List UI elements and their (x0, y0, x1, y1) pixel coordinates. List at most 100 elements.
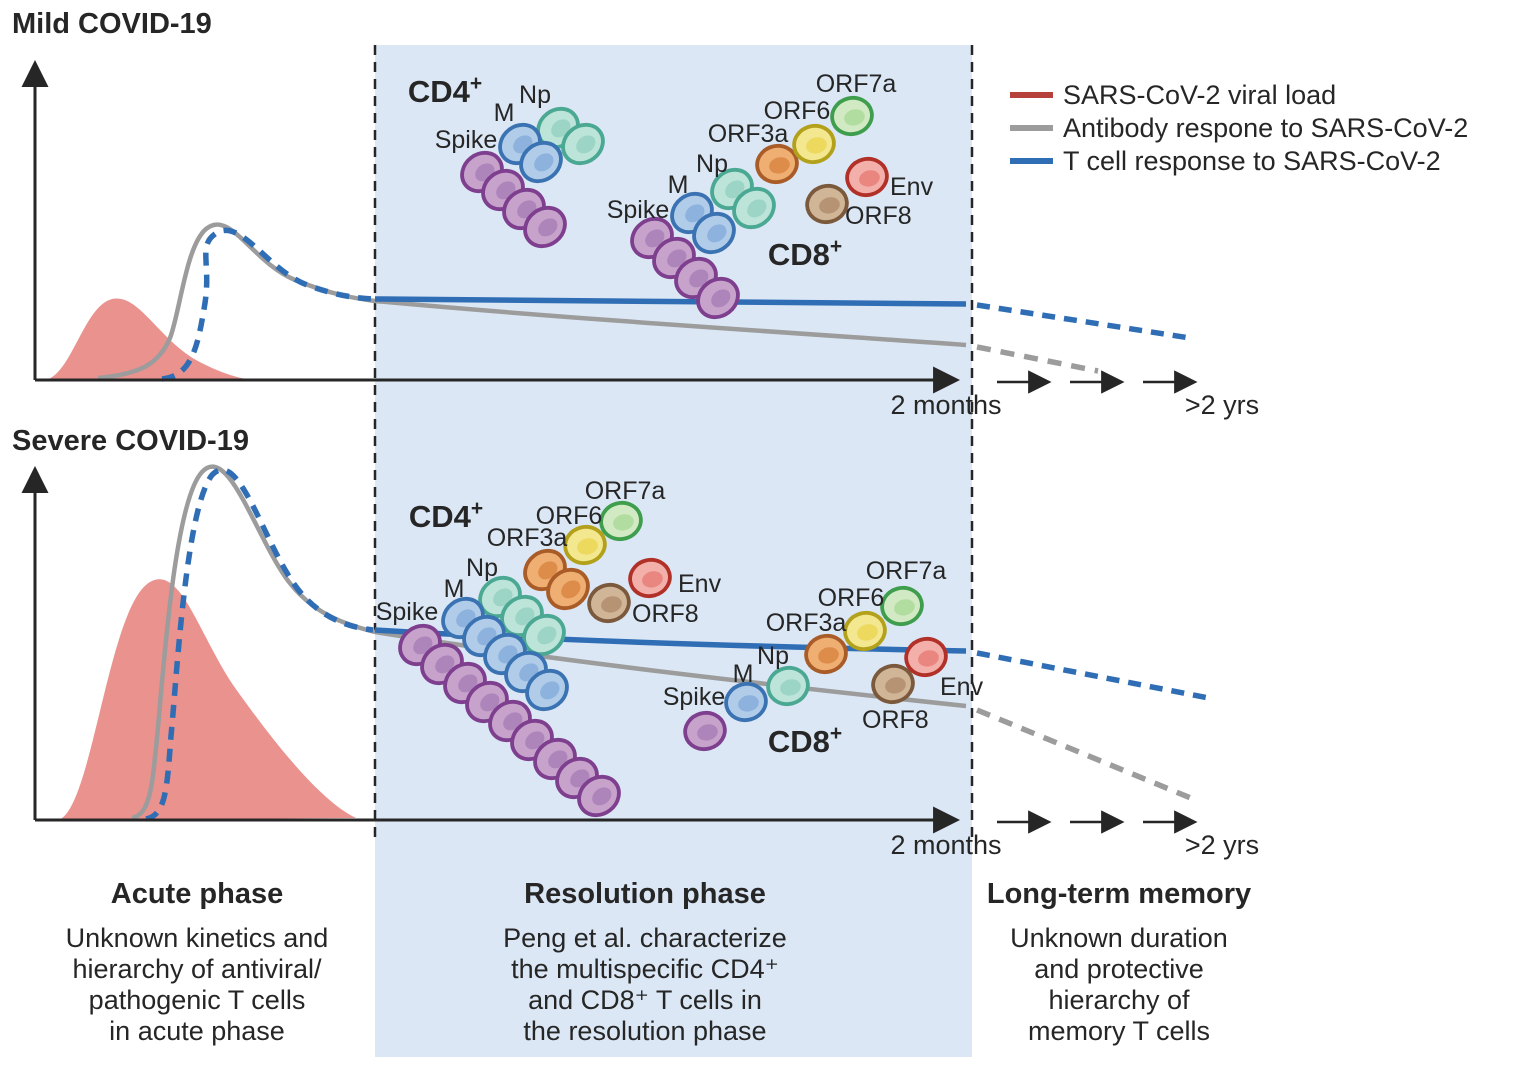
mild-cd8-orf7a-cell (830, 95, 874, 137)
severe-panel-title: Severe COVID-19 (12, 425, 249, 457)
mild-tcell-curve-acute (161, 227, 374, 382)
severe-cd4-env-cell (628, 557, 672, 599)
longterm-memory-text: and protective (1034, 954, 1204, 984)
severe-cd4-np-cell (522, 613, 566, 657)
mild-cd8-m-label: M (668, 171, 689, 199)
severe-cd4-orf7a-label: ORF7a (585, 477, 666, 505)
severe-cd4-m-cell (525, 668, 569, 712)
phase-acute: Acute phase Unknown kinetics and hierarc… (66, 878, 329, 1046)
acute-phase-text: pathogenic T cells (89, 985, 306, 1015)
severe-tcell-dashed-memory (976, 650, 1215, 702)
tcell-clusters: NpMSpikeCD4+ORF3aORF6ORF7aEnvORF8NpMSpik… (376, 70, 984, 818)
mild-cd8-title: CD8+ (768, 235, 842, 272)
severe-cd8-m-cell (724, 681, 768, 723)
mild-2yrs-label: >2 yrs (1185, 390, 1259, 420)
mild-panel: Mild COVID-19 2 months >2 yrs (12, 8, 1259, 420)
severe-cd4-np-label: Np (466, 554, 498, 582)
severe-cd4-orf3a-cell (546, 567, 590, 611)
resolution-phase-text: Peng et al. characterize (503, 923, 787, 953)
longterm-memory-title: Long-term memory (987, 878, 1251, 910)
mild-cd8-spike-label: Spike (607, 196, 670, 224)
severe-cd8-np-cell (766, 665, 810, 707)
severe-antibody-curve (131, 464, 967, 821)
mild-tcell-line-resolution (374, 296, 967, 307)
resolution-phase-text: the multispecific CD4⁺ (511, 954, 779, 984)
severe-cd8-orf8-cell (871, 663, 915, 705)
severe-2yrs-label: >2 yrs (1185, 830, 1259, 860)
severe-cd8-np-label: Np (757, 642, 789, 670)
severe-cd8-orf3a-cell (804, 633, 848, 675)
longterm-memory-text: memory T cells (1028, 1016, 1210, 1046)
severe-cd8-env-label: Env (940, 673, 984, 701)
legend-viral-label: SARS-CoV-2 viral load (1063, 80, 1336, 110)
acute-phase-text: hierarchy of antiviral/ (72, 954, 322, 984)
mild-panel-title: Mild COVID-19 (12, 8, 212, 40)
mild-cd8-np-cell (732, 186, 776, 230)
severe-2months-label: 2 months (890, 830, 1001, 860)
severe-cd4-title: CD4+ (409, 497, 483, 534)
severe-cd8-orf3a-label: ORF3a (766, 609, 847, 637)
mild-cd8-m-cell (670, 191, 714, 235)
legend-antibody-label: Antibody respone to SARS-CoV-2 (1063, 113, 1468, 143)
mild-cd8-env-label: Env (890, 173, 934, 201)
severe-cd4-spike-cell (577, 774, 621, 818)
severe-tcell-curve-acute (145, 467, 374, 822)
legend-tcell-label: T cell response to SARS-CoV-2 (1063, 146, 1441, 176)
mild-cd8-orf6-label: ORF6 (764, 97, 831, 125)
severe-viral-load-area (58, 579, 356, 820)
severe-cd4-m-label: M (444, 575, 465, 603)
severe-cd8-env-cell (904, 636, 948, 678)
mild-cd4-np-label: Np (519, 81, 551, 109)
legend: SARS-CoV-2 viral load Antibody respone t… (1010, 80, 1468, 176)
acute-phase-title: Acute phase (111, 878, 283, 910)
mild-cd8-orf3a-cell (755, 143, 799, 185)
mild-cd8-orf6-cell (792, 123, 836, 165)
resolution-phase-title: Resolution phase (524, 878, 766, 910)
mild-cd8-np-label: Np (696, 150, 728, 178)
mild-cd4-title: CD4+ (408, 72, 482, 109)
mild-cd4-np-cell (561, 122, 605, 166)
severe-cd8-orf6-cell (843, 610, 887, 652)
severe-cd8-orf6-label: ORF6 (818, 584, 885, 612)
severe-cd4-spike-label: Spike (376, 598, 439, 626)
severe-cd4-orf6-cell (563, 524, 607, 566)
mild-2months-label: 2 months (890, 390, 1001, 420)
phase-longterm: Long-term memory Unknown duration and pr… (987, 878, 1251, 1046)
mild-cd4-spike-cell (523, 205, 567, 249)
severe-cd8-orf7a-cell (880, 585, 924, 627)
severe-cd8-spike-cell (683, 710, 727, 752)
mild-tcell-dashed-memory (976, 302, 1191, 341)
mild-cd8-orf3a-label: ORF3a (708, 120, 789, 148)
severe-cd8-orf7a-label: ORF7a (866, 557, 947, 585)
acute-phase-text: Unknown kinetics and (66, 923, 329, 953)
mild-cd4-spike-label: Spike (435, 126, 498, 154)
mild-cd8-env-cell (845, 156, 889, 198)
longterm-memory-text: hierarchy of (1048, 985, 1190, 1015)
severe-cd4-orf7a-cell (599, 500, 643, 542)
mild-antibody-dashed-memory (976, 344, 1099, 374)
severe-cd8-m-label: M (733, 660, 754, 688)
severe-cd4-orf8-cell (587, 582, 631, 624)
longterm-memory-text: Unknown duration (1010, 923, 1228, 953)
mild-cd8-spike-cell (696, 276, 740, 320)
severe-cd8-orf8-label: ORF8 (862, 706, 929, 734)
acute-phase-text: in acute phase (109, 1016, 285, 1046)
severe-panel: Severe COVID-19 2 months >2 yrs (12, 425, 1259, 860)
mild-cd8-orf8-cell (805, 183, 849, 225)
severe-cd4-env-label: Env (678, 570, 722, 598)
severe-cd8-title: CD8+ (768, 722, 842, 759)
mild-cd8-orf7a-label: ORF7a (816, 70, 897, 98)
mild-cd4-m-label: M (494, 99, 515, 127)
mild-cd4-m-cell (519, 140, 563, 184)
severe-cd4-orf6-label: ORF6 (536, 502, 603, 530)
mild-cd8-m-cell (692, 211, 736, 255)
severe-antibody-dashed-memory (975, 707, 1200, 804)
mild-cd8-orf8-label: ORF8 (845, 202, 912, 230)
severe-cd4-orf3a-label: ORF3a (487, 524, 568, 552)
phase-resolution: Resolution phase Peng et al. characteriz… (503, 878, 787, 1046)
